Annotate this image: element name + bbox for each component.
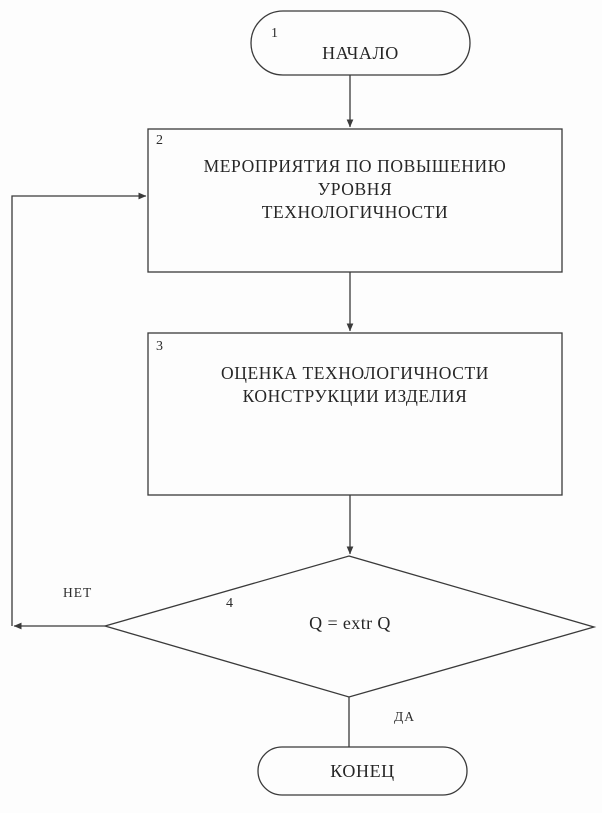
node-start-number: 1 — [271, 26, 278, 41]
node-assessment-number: 3 — [156, 339, 163, 354]
node-start-shape — [250, 10, 471, 76]
node-measures-number: 2 — [156, 133, 163, 148]
node-start-label: НАЧАЛО — [322, 43, 399, 63]
edge-label-no: НЕТ — [63, 585, 93, 600]
node-end-shape — [257, 746, 468, 796]
node-measures-shape — [147, 128, 563, 273]
node-end-label: КОНЕЦ — [330, 761, 395, 781]
node-decision-label: Q = extr Q — [309, 613, 391, 633]
edge-decision-no-loop-back — [11, 192, 147, 626]
node-assessment-label: ОЦЕНКА ТЕХНОЛОГИЧНОСТИ КОНСТРУКЦИИ ИЗДЕЛ… — [220, 363, 490, 406]
node-measures-label: МЕРОПРИЯТИЯ ПО ПОВЫШЕНИЮ УРОВНЯ ТЕХНОЛОГ… — [203, 156, 507, 222]
edge-label-yes: ДА — [394, 709, 415, 724]
node-decision-number: 4 — [226, 596, 233, 611]
node-assessment-shape — [147, 332, 563, 496]
